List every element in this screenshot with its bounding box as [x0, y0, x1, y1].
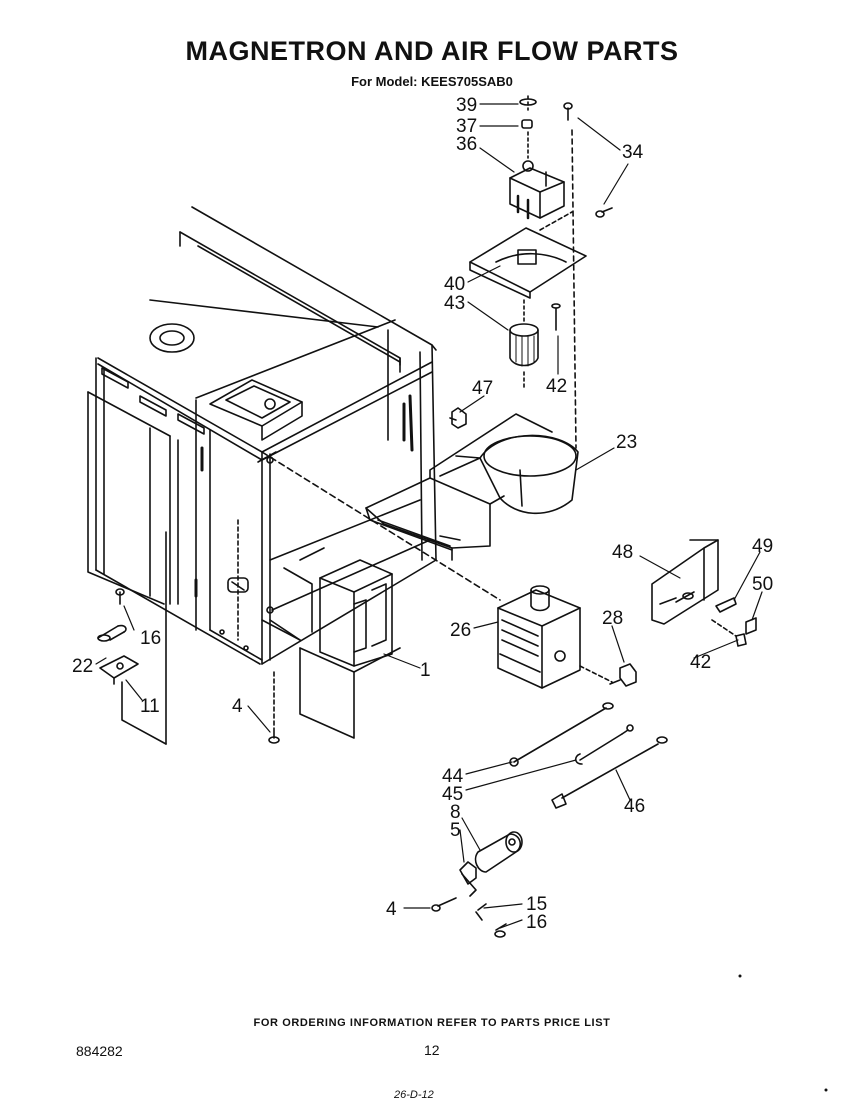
callout-4-lower: 4 — [386, 899, 397, 920]
date-stamp: 26-D-12 — [394, 1089, 434, 1100]
callout-leader-lines — [95, 103, 763, 929]
callout-42-upper: 42 — [546, 376, 567, 397]
model-subtitle: For Model: KEES705SAB0 — [351, 74, 513, 89]
callout-15: 15 — [526, 894, 547, 915]
callout-48: 48 — [612, 542, 633, 563]
clip-part-47 — [449, 407, 467, 429]
capacitor-assembly — [431, 831, 523, 938]
callout-40: 40 — [444, 274, 465, 295]
callout-16-lower: 16 — [526, 912, 547, 933]
stray-mark — [824, 1088, 828, 1092]
callout-49: 49 — [752, 536, 773, 557]
document-number: 884282 — [76, 1043, 123, 1059]
callout-numbers: 39 37 36 34 40 43 42 47 23 48 49 50 26 2… — [72, 95, 773, 933]
magnetron — [497, 585, 581, 689]
fan-motor-assembly — [469, 95, 613, 449]
callout-47: 47 — [472, 378, 493, 399]
callout-44: 44 — [442, 766, 464, 787]
callout-26: 26 — [450, 620, 471, 641]
fuse-and-holder — [97, 588, 167, 745]
callout-34: 34 — [622, 142, 644, 163]
callout-11: 11 — [140, 696, 160, 717]
high-voltage-transformer — [269, 547, 401, 739]
callout-37: 37 — [456, 116, 477, 137]
callout-28: 28 — [602, 608, 623, 629]
callout-43: 43 — [444, 293, 465, 314]
callout-23: 23 — [616, 432, 637, 453]
callout-5: 5 — [450, 820, 461, 841]
page-number: 12 — [424, 1042, 440, 1058]
callout-42-lower: 42 — [690, 652, 711, 673]
screw-4-left — [268, 727, 280, 744]
ordering-note: FOR ORDERING INFORMATION REFER TO PARTS … — [253, 1017, 611, 1029]
routing-line — [261, 451, 501, 601]
callout-4-left: 4 — [232, 696, 243, 717]
callout-1: 1 — [420, 660, 431, 681]
callout-8: 8 — [450, 802, 461, 823]
microwave-cabinet — [87, 206, 437, 745]
callout-22: 22 — [72, 656, 93, 677]
stray-mark — [738, 974, 742, 978]
wire-harness — [509, 702, 668, 809]
callout-50: 50 — [752, 574, 773, 595]
interlock-bracket — [651, 539, 757, 647]
callout-16-left: 16 — [140, 628, 161, 649]
page-title: MAGNETRON AND AIR FLOW PARTS — [185, 36, 679, 66]
callout-46: 46 — [624, 796, 645, 817]
callout-39: 39 — [456, 95, 477, 116]
air-duct-assembly — [365, 413, 579, 561]
callout-36: 36 — [456, 134, 477, 155]
callout-45: 45 — [442, 784, 463, 805]
thermal-cutout — [579, 663, 637, 687]
